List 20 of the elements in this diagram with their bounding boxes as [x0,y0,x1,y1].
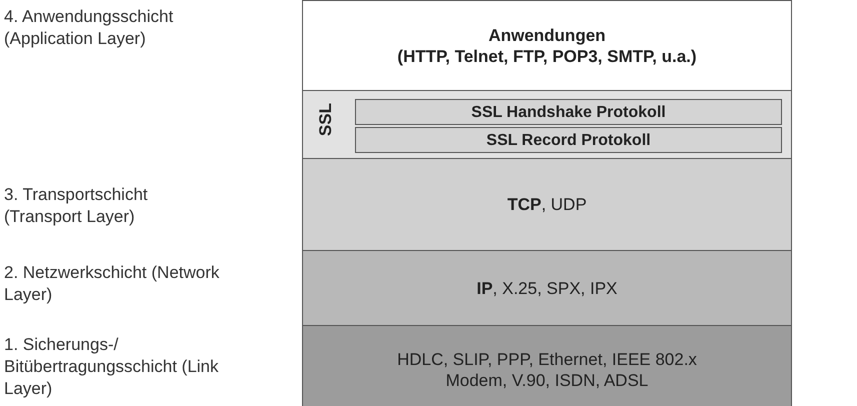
protocol-box [355,99,782,125]
layer-text: SSL Handshake Protokoll [471,102,666,122]
protocol-box [355,127,782,153]
layer-text: SSL Record Protokoll [486,130,651,150]
layer-text: HDLC, SLIP, PPP, Ethernet, IEEE 802.x [397,349,697,370]
layer-name: 1. Sicherungs-/ Bitübertragungsschicht (Link Layer) [4,334,220,400]
layer-text: TCP, UDP [507,194,587,215]
layer-text: Anwendungen [488,24,606,46]
layer-box [302,0,792,91]
layer-box [302,158,792,251]
layer-text: Modem, V.90, ISDN, ADSL [446,370,648,391]
layer-text: (HTTP, Telnet, FTP, POP3, SMTP, u.a.) [397,46,697,66]
layer-name: 3. Transportschicht (Transport Layer) [4,184,149,228]
layer-box [302,250,792,326]
layer-name: 2. Netzwerkschicht (Network Layer) [4,262,220,306]
layer-box [302,325,792,406]
band-label: SSL [315,103,336,136]
layer-band [302,90,792,159]
layer-name: 4. Anwendungsschicht (Application Layer) [4,6,174,50]
layer-text: IP, X.25, SPX, IPX [476,278,618,298]
